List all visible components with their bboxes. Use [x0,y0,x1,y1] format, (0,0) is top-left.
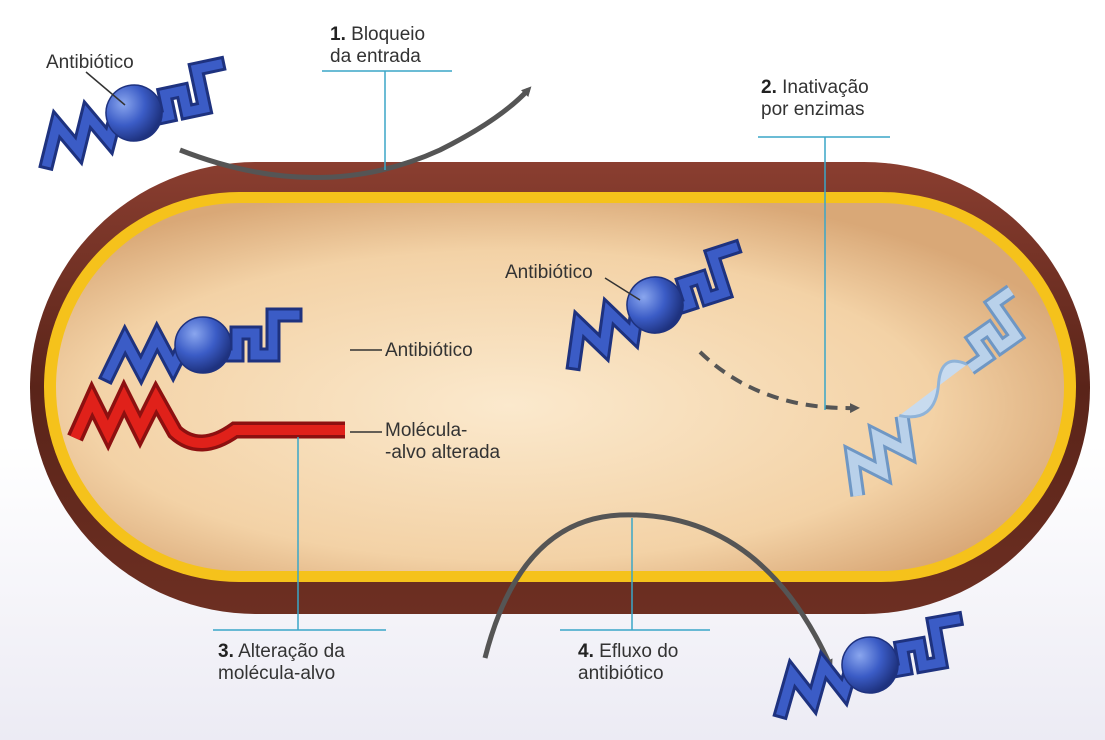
label-mechanism-3: 3. Alteração da molécula-alvo [218,641,345,685]
antibiotic-molecule-expelled [771,619,966,711]
antibiotic-molecule-outside [35,65,230,163]
label-mechanism-4: 4. Efluxo do antibiótico [578,641,678,685]
mechanism-1-line1: Bloqueio [351,24,425,45]
mechanism-3-line1: Alteração da [238,641,345,662]
label-altered-target: Molécula- -alvo alterada [385,420,500,464]
mechanism-4-line1: Efluxo do [599,641,678,662]
mechanism-1-line2: da entrada [330,46,421,67]
label-mechanism-1: 1. Bloqueio da entrada [330,24,425,68]
mechanism-1-number: 1. [330,24,346,45]
mechanism-4-number: 4. [578,641,594,662]
mechanism-2-line2: por enzimas [761,99,865,120]
target-line1: Molécula- [385,420,467,441]
label-mechanism-2: 2. Inativação por enzimas [761,77,869,121]
mechanism-2-number: 2. [761,77,777,98]
mechanism-3-line2: molécula-alvo [218,663,335,684]
label-antibiotic-outside: Antibiótico [46,52,134,74]
label-antibiotic-target: Antibiótico [385,340,473,362]
mechanism-4-line2: antibiótico [578,663,664,684]
mechanism-3-number: 3. [218,641,234,662]
target-line2: -alvo alterada [385,442,500,463]
bacterial-cell [30,162,1090,614]
label-antibiotic-inside: Antibiótico [505,262,593,284]
mechanism-2-line1: Inativação [782,77,869,98]
cytoplasm [56,203,1064,571]
